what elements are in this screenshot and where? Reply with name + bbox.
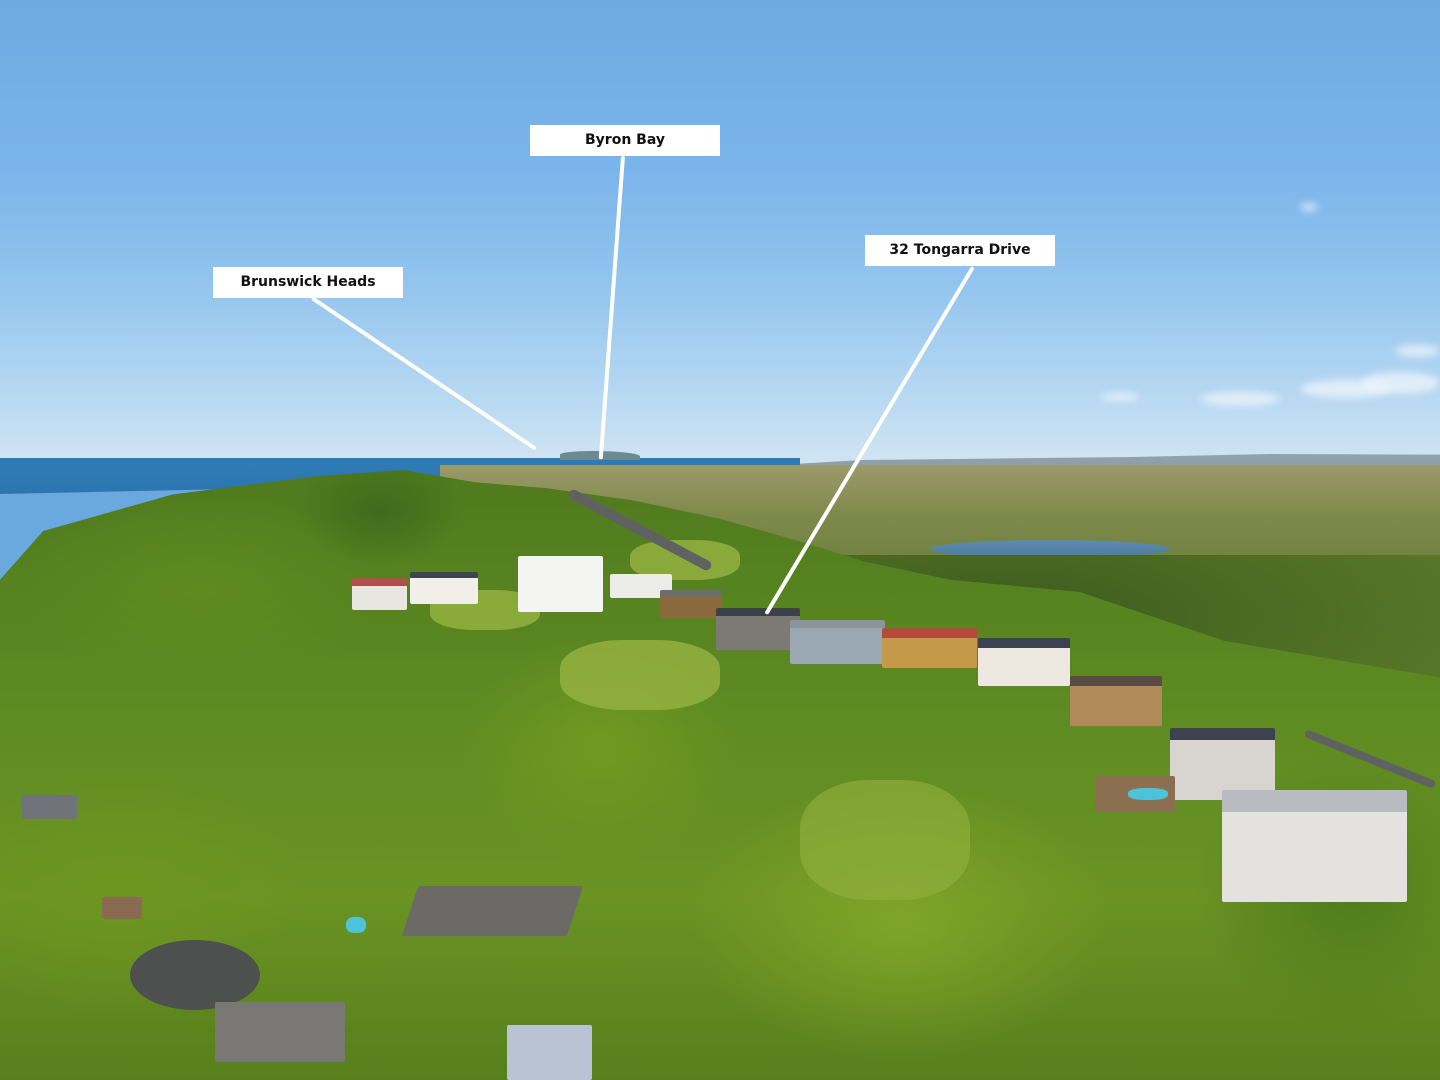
grass-slope xyxy=(560,640,720,710)
house xyxy=(660,590,722,618)
house xyxy=(1170,728,1275,800)
house xyxy=(352,578,407,610)
pool xyxy=(1128,788,1168,800)
house xyxy=(518,556,603,612)
cloud xyxy=(1100,393,1140,401)
house-32-tongarra-drive xyxy=(716,608,800,650)
house xyxy=(22,795,77,819)
cloud xyxy=(1300,203,1318,211)
lake xyxy=(930,540,1170,558)
house xyxy=(507,1025,592,1080)
house xyxy=(1222,790,1407,902)
house xyxy=(410,572,478,604)
cloud xyxy=(1395,345,1440,357)
house xyxy=(215,1002,345,1062)
callout-label-32-tongarra-drive: 32 Tongarra Drive xyxy=(865,235,1055,266)
house xyxy=(790,620,885,664)
cloud xyxy=(1360,372,1440,394)
cloud xyxy=(1200,392,1280,406)
house xyxy=(102,897,142,919)
grass-slope xyxy=(800,780,970,900)
house xyxy=(882,628,977,668)
house xyxy=(401,886,584,936)
cul-de-sac xyxy=(130,940,260,1010)
house xyxy=(1070,676,1162,726)
pool xyxy=(346,917,366,933)
callout-label-byron-bay: Byron Bay xyxy=(530,125,720,156)
callout-label-brunswick-heads: Brunswick Heads xyxy=(213,267,403,298)
sky xyxy=(0,0,1440,470)
house xyxy=(978,638,1070,686)
